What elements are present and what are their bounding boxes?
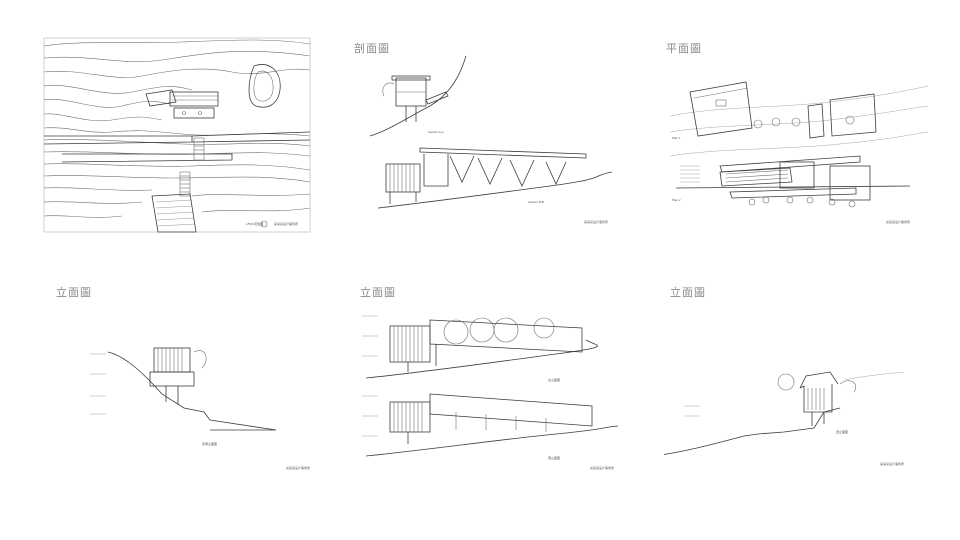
site-plan-drawing xyxy=(43,37,311,233)
section-drawing xyxy=(369,55,613,209)
plan-stamp: 某某某设计事务所 xyxy=(886,220,911,224)
elevation-sheet-2: 立面圖 xyxy=(356,280,626,480)
elevation-1-title: 立面圖 xyxy=(56,286,92,299)
elevation-2-label-b: 南立面图 xyxy=(548,456,561,460)
section-stamp: 某某某设计事务所 xyxy=(584,220,609,224)
plan-label-2: Plan 2 xyxy=(672,198,681,202)
section-label-a: Section A-A xyxy=(428,130,444,134)
plan-label-1: Plan 1 xyxy=(672,136,681,140)
plan-sheet: 平面圖 Pla xyxy=(660,36,930,236)
site-scale-note: 1/500 配置图 xyxy=(246,222,264,226)
elevation-3-stamp: 某某某设计事务所 xyxy=(880,462,905,466)
section-title: 剖面圖 xyxy=(354,42,390,55)
elevation-2-stamp: 某某某设计事务所 xyxy=(590,466,615,470)
section-sheet: 剖面圖 Section A-A Section B-B 某某某设计事务所 xyxy=(350,36,620,236)
elevation-2-title: 立面圖 xyxy=(360,286,396,299)
elevation-2-drawing xyxy=(362,315,619,457)
elevation-3-title: 立面圖 xyxy=(670,286,706,299)
elevation-2-label-a: 北立面图 xyxy=(548,378,561,382)
plan-title: 平面圖 xyxy=(666,42,702,55)
elevation-sheet-3: 立面圖 西立面图 某某某设计事务所 xyxy=(664,280,934,480)
elevation-1-stamp: 某某某设计事务所 xyxy=(286,466,311,470)
elevation-1-drawing xyxy=(90,347,277,431)
plan-drawing xyxy=(669,81,929,208)
elevation-3-label: 西立面图 xyxy=(836,430,849,434)
site-plan-sheet: 1/500 配置图 某某某设计事务所 xyxy=(42,36,312,236)
elevation-3-drawing xyxy=(664,371,905,455)
elevation-1-label: 東側立面图 xyxy=(202,442,218,446)
elevation-sheet-1: 立面圖 東側立面图 某某某设计事务所 xyxy=(50,280,320,480)
site-stamp: 某某某设计事务所 xyxy=(274,222,299,226)
section-label-b: Section B-B xyxy=(528,200,544,204)
